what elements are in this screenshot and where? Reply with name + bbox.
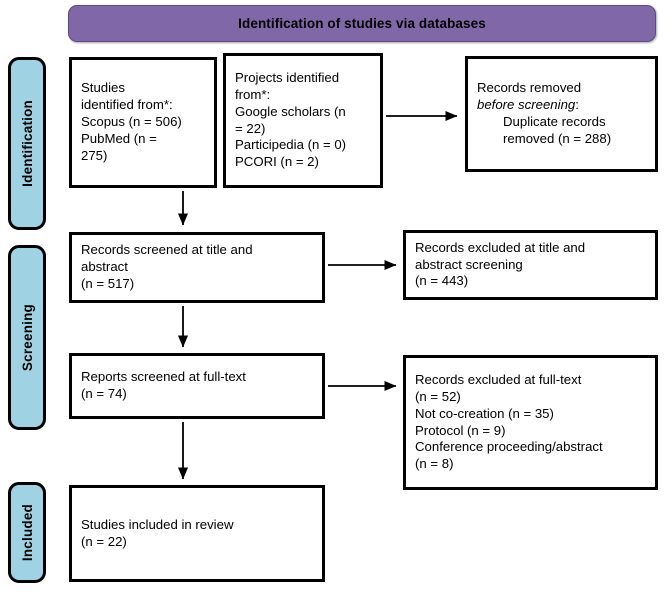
stage-label-screening: Screening	[19, 303, 35, 372]
text-line: abstract	[81, 259, 128, 275]
box-records-excluded-full-text: Records excluded at full-text (n = 52) N…	[403, 355, 658, 490]
text-line: Reports screened at full-text	[81, 369, 246, 385]
stage-label-identification: Identification	[19, 100, 35, 187]
box-records-excluded-title-abstract: Records excluded at title and abstract s…	[403, 230, 658, 300]
text-line: identified from*:	[81, 97, 173, 113]
text-line: Duplicate records	[503, 114, 606, 129]
text-line: Conference proceeding/abstract	[415, 439, 603, 455]
box-projects-identified-registers: Projects identified from*: Google schola…	[223, 53, 383, 188]
banner-identification-via-databases: Identification of studies via databases	[68, 5, 656, 42]
text-line: PCORI (n = 2)	[235, 154, 319, 170]
text-line: (n = 74)	[81, 386, 127, 401]
text-line: Projects identified	[235, 69, 340, 85]
text-line: Protocol (n = 9)	[415, 422, 506, 438]
text-line: Participedia (n = 0)	[235, 137, 347, 153]
text-line: Records removed	[477, 80, 582, 96]
box-records-removed-before-screening: Records removed before screening: Duplic…	[465, 56, 658, 172]
text-line: abstract screening	[415, 256, 523, 272]
text-line: Studies	[81, 80, 125, 96]
text-line: (n = 22)	[81, 533, 127, 549]
stage-pill-screening: Screening	[8, 245, 46, 430]
text-line: removed (n = 288)	[503, 130, 612, 146]
box-reports-screened-full-text: Reports screened at full-text (n = 74)	[69, 353, 325, 419]
box-studies-included-in-review: Studies included in review (n = 22)	[69, 485, 325, 582]
text-line: Records excluded at full-text	[415, 371, 582, 387]
text-line: Records screened at title and	[81, 242, 253, 258]
text-line: (n = 52)	[415, 388, 461, 404]
text-line: Not co-creation (n = 35)	[415, 405, 554, 421]
text-line: from*:	[235, 86, 271, 102]
stage-label-included: Included	[19, 503, 35, 562]
text-colon: :	[575, 97, 579, 113]
text-line: (n = 443)	[415, 273, 469, 289]
stage-pill-identification: Identification	[8, 57, 46, 230]
banner-title: Identification of studies via databases	[238, 16, 486, 31]
text-line: Records excluded at title and	[415, 239, 586, 255]
text-line: Scopus (n = 506)	[81, 114, 182, 130]
text-line: (n = 8)	[415, 456, 454, 472]
text-line: = 22)	[235, 120, 266, 136]
box-studies-identified-databases: Studies identified from*: Scopus (n = 50…	[69, 57, 217, 188]
stage-pill-included: Included	[8, 482, 46, 583]
text-italic-before-screening: before screening	[477, 97, 576, 113]
text-line: Studies included in review	[81, 516, 234, 532]
text-line: Google scholars (n	[235, 103, 346, 119]
text-line: 275)	[81, 147, 108, 163]
text-line-italic: before screening:	[477, 97, 646, 114]
text-line: PubMed (n =	[81, 130, 157, 146]
text-line: (n = 517)	[81, 275, 135, 291]
box-records-screened-title-abstract: Records screened at title and abstract (…	[69, 232, 325, 303]
